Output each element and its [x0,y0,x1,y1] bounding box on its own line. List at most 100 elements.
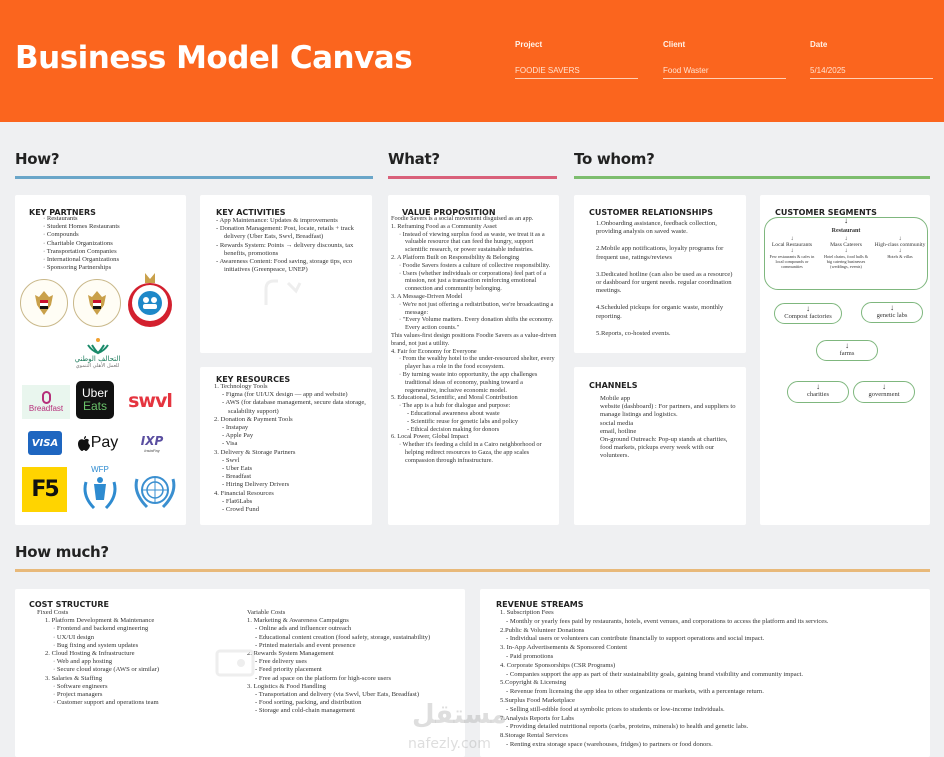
variable-cost-item: - Food sorting, packing, and distributio… [255,699,362,707]
customer-segments-title: CUSTOMER SEGMENTS [775,208,877,217]
header-banner: Business Model Canvas Project FOODIE SAV… [0,0,944,122]
revenue-item: - Revenue from licensing the app idea to… [506,688,764,696]
arrow-down-icon: ↓ [816,382,820,391]
visa-text: VISA [31,437,59,449]
variable-cost-item: - Online ads and influencer outreach [255,625,352,633]
ministry-seal-logo-2 [73,279,121,327]
revenue-item: - Providing detailed nutritional reports… [506,723,749,731]
watermark-icon [215,649,255,677]
value-item: 3. A Message-Driven Model [391,292,463,300]
activity-item: - Donation Management: Post, locate, ret… [216,225,354,241]
activity-item: - App Maintenance: Updates & improvement… [216,217,338,224]
revenue-item: 5.Copyright & Licensing [500,679,567,687]
resource-item: - Instapay [222,424,249,432]
channel-item: social media [600,419,634,427]
segment-branch-note: Hotel chains, food halls & big catering … [823,254,869,269]
fixed-cost-item: Fixed Costs [37,609,69,616]
revenue-item: 5.Surplus Food Marketplace [500,696,575,704]
national-alliance-text: التحالف الوطني [74,354,121,363]
section-what-rule [388,176,557,179]
partner-item: · Charitable Organizations [43,239,113,247]
fixed-cost-item: · Software engineers [53,682,108,690]
revenue-item: - Companies support the app as part of t… [506,670,804,678]
value-proposition-list: Foodie Savers is a social movement disgu… [391,215,557,465]
customer-relationships-list: 1.Onboarding assistance, feedback collec… [596,220,738,338]
project-field[interactable]: Project FOODIE SAVERS [515,40,638,79]
variable-cost-item: - Educational content creation (food saf… [255,633,431,641]
segment-branch: ↓Local Restaurants↓Few restaurants & caf… [765,236,819,269]
segment-branches: ↓Local Restaurants↓Few restaurants & caf… [765,236,927,269]
revenue-item: - Paid promotions [506,652,554,660]
relationship-item: 1.Onboarding assistance, feedback collec… [596,220,717,236]
wfp-logo: WFP [76,463,124,513]
relationship-item: 2.Mobile app notifications, loyalty prog… [596,245,724,261]
value-item: 6. Local Power, Global Impact [391,433,469,441]
key-resources-list: 1. Technology Tools- Figma (for UI/UX de… [214,383,369,514]
arrow-down-icon: ↓ [882,382,886,391]
client-value[interactable]: Food Waster [663,66,786,79]
resource-item: - Crowd Fund [222,506,259,514]
value-item: - Ethical decision making for donors [407,425,500,433]
revenue-item: 2.Public & Volunteer Donations [500,626,585,634]
value-item: · Whether it's feeding a child in a Cair… [399,441,542,464]
apple-icon [77,435,90,451]
segment-branch-name: Local Restaurants [771,242,813,248]
date-field[interactable]: Date 5/14/2025 [810,40,933,79]
value-item: - Scientific reuse for genetic labs and … [407,417,519,425]
partner-item: · Compounds [43,231,79,239]
segment-branch-note: Few restaurants & cafes in local compoun… [769,254,815,269]
variable-cost-item: 2. Rewards System Management [247,650,334,658]
revenue-item: - Renting extra storage space (warehouse… [506,740,713,748]
flat6labs-text: F5 [31,477,59,502]
national-alliance-subtext: للعمل الأهلي التنموي [75,362,120,369]
client-field[interactable]: Client Food Waster [663,40,786,79]
fixed-cost-item: · UX/UI design [53,633,95,641]
variable-cost-item: - Transportation and delivery (via Swvl,… [255,691,420,699]
revenue-item: - Individual users or volunteers can con… [506,635,765,643]
segment-node-charities: ↓charities [787,381,849,403]
segment-branch-name: High-class community [874,242,926,248]
variable-cost-item: 3. Logistics & Food Handling [247,682,326,690]
channel-item: website (dashboard) : For partners, and … [600,403,736,419]
fixed-cost-item: · Web and app hosting [53,658,113,666]
arrow-down-icon: ↓ [844,236,848,242]
customer-segments-card: CUSTOMER SEGMENTS ↓ Restaurant ↓Local Re… [760,195,930,525]
partner-item: · Student Homes Restaurants [43,223,120,231]
key-activities-title: KEY ACTIVITIES [216,208,286,217]
eats-text: Eats [82,399,107,413]
value-item: 4. Fair for Economy for Everyone [391,347,477,355]
fixed-cost-item: · Project managers [53,691,103,699]
value-item: · By turning waste into opportunity, the… [399,370,538,394]
key-partners-title: KEY PARTNERS [29,208,96,217]
wfp-text: WFP [91,464,109,474]
resource-item: - Hiring Delivery Drivers [222,481,290,489]
arrow-down-icon: ↓ [790,248,794,254]
section-to-whom-title: To whom? [574,150,655,168]
variable-cost-item: 1. Marketing & Awareness Campaigns [247,617,349,625]
revenue-streams-list: 1. Subscription Fees- Monthly or yearly … [500,609,925,750]
resource-item: - Visa [222,440,238,448]
resource-item: - Breadfast [222,473,252,481]
resource-item: 2. Donation & Payment Tools [214,415,293,423]
revenue-streams-card: REVENUE STREAMS 1. Subscription Fees- Mo… [480,589,930,757]
resource-item: - Swvl [222,456,240,464]
apple-pay-text: Pay [90,434,119,451]
date-value[interactable]: 5/14/2025 [810,66,933,79]
resource-item: 3. Delivery & Storage Partners [214,448,296,456]
resource-item: - AWS (for database management, secure d… [222,399,366,415]
uber-eats-logo: Uber Eats [76,381,114,419]
page-title: Business Model Canvas [15,40,413,76]
channel-item: email, hotline [600,427,637,435]
apple-pay-logo: Pay [72,429,124,457]
instapay-text: InstaPay [144,447,160,453]
project-value[interactable]: FOODIE SAVERS [515,66,638,79]
revenue-item: 4. Corporate Sponsorships (CSR Programs) [500,661,616,669]
value-item: This values-first design positions Foodi… [391,331,557,347]
client-label: Client [663,40,686,49]
key-resources-title: KEY RESOURCES [216,375,291,384]
swvl-logo: swvl [119,387,181,415]
segment-node-compost: ↓Compost factories [774,303,842,324]
